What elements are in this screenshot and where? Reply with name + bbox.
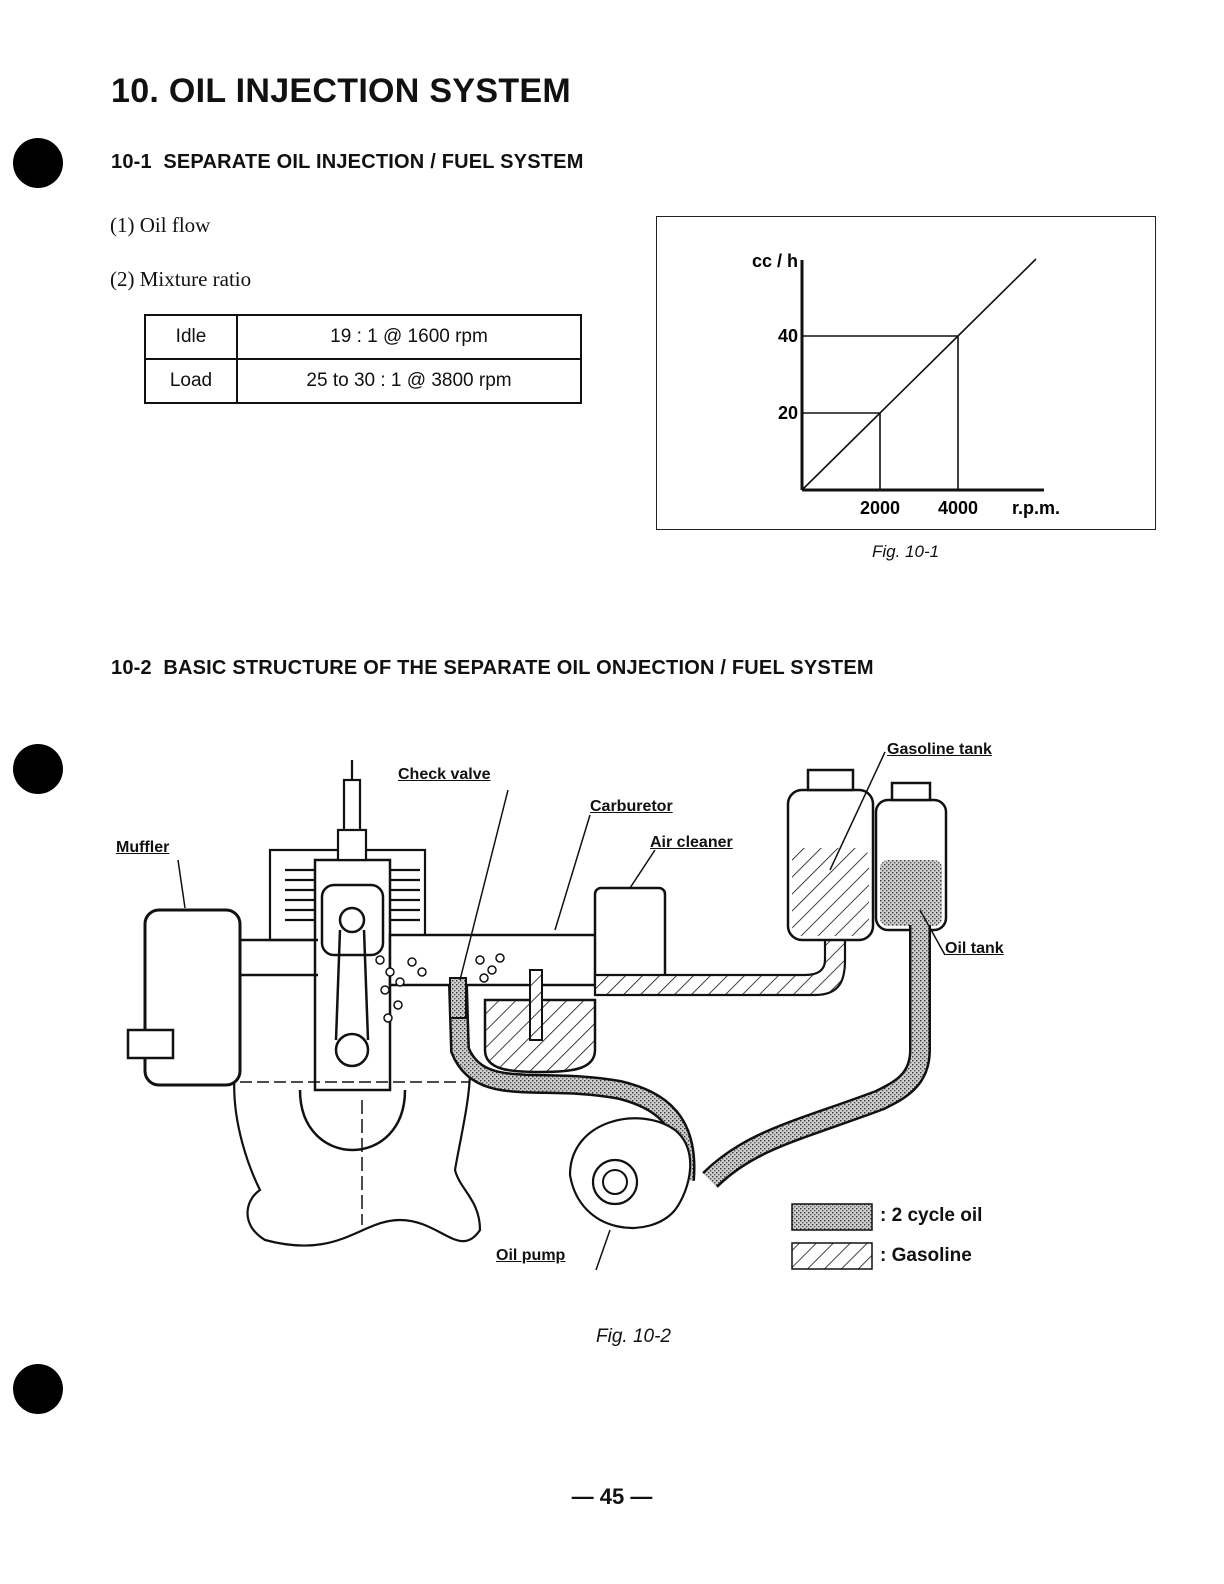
check-valve [449, 977, 467, 1019]
x-tick-label: 2000 [860, 498, 900, 518]
oil-flow-chart-frame [656, 216, 1156, 530]
oil-flow-chart: 2000 4000 20 40 cc / h r.p.m. [752, 251, 1060, 518]
spark-plug [336, 760, 368, 862]
gasoline-tank-label: Gasoline tank [887, 741, 992, 758]
x-axis-label: r.p.m. [1012, 498, 1060, 518]
oil-tank-label: Oil tank [945, 940, 1004, 957]
fig-10-2-caption: Fig. 10-2 [596, 1326, 671, 1347]
punch-hole-top [13, 138, 63, 188]
fig-10-1-caption: Fig. 10-1 [872, 542, 940, 561]
section-1-heading: 10-1 SEPARATE OIL INJECTION / FUEL SYSTE… [111, 151, 584, 173]
carburetor-label: Carburetor [590, 798, 673, 815]
oil-level [880, 860, 942, 926]
check-valve-label: Check valve [398, 766, 491, 783]
table-row: Idle 19 : 1 @ 1600 rpm [144, 314, 582, 360]
y-axis-label: cc / h [752, 251, 798, 271]
series-line-1 [801, 258, 1037, 491]
leader-lines [177, 751, 946, 1271]
oil-line-to-pump [702, 925, 931, 1188]
oil-injection-diagram [126, 751, 948, 1271]
page-number: — 45 — [571, 1484, 653, 1509]
y-tick-label: 20 [778, 403, 798, 423]
oil-pump-label: Oil pump [496, 1247, 566, 1264]
crankshaft-web [298, 1089, 407, 1152]
legend-gasoline-label: : Gasoline [880, 1245, 972, 1266]
table-cell-label: Load [144, 358, 238, 404]
y-tick-label: 40 [778, 326, 798, 346]
piston-pin [338, 906, 366, 934]
oil-tank-cap [890, 781, 932, 802]
legend-gasoline-swatch [791, 1242, 873, 1270]
crank-pin [334, 1032, 370, 1068]
gasoline-tank-cap [806, 768, 855, 792]
table-cell-label: Idle [144, 314, 238, 360]
section-2-heading: 10-2 BASIC STRUCTURE OF THE SEPARATE OIL… [111, 657, 874, 679]
legend-oil-swatch [791, 1203, 873, 1231]
page-title: 10. OIL INJECTION SYSTEM [111, 72, 572, 110]
gasoline-level [792, 848, 869, 936]
x-tick-label: 4000 [938, 498, 978, 518]
table-row: Load 25 to 30 : 1 @ 3800 rpm [144, 358, 582, 404]
muffler-label: Muffler [116, 839, 170, 856]
air-cleaner [593, 886, 667, 990]
table-cell-value: 19 : 1 @ 1600 rpm [236, 314, 582, 360]
table-cell-value: 25 to 30 : 1 @ 3800 rpm [236, 358, 582, 404]
punch-hole-middle [13, 744, 63, 794]
oil-droplets [375, 953, 505, 1023]
mixture-ratio-item: (2) Mixture ratio [110, 267, 252, 291]
legend-oil-label: : 2 cycle oil [880, 1205, 983, 1226]
intake-pipe [388, 933, 602, 987]
crankcase-outline [233, 1069, 482, 1247]
air-cleaner-label: Air cleaner [650, 834, 733, 851]
exhaust-pipe [240, 938, 318, 977]
punch-hole-bottom [13, 1364, 63, 1414]
carburetor-needle [529, 969, 543, 1041]
mixture-ratio-table: Idle 19 : 1 @ 1600 rpm Load 25 to 30 : 1… [144, 314, 582, 404]
connecting-rod [334, 929, 370, 1041]
oil-flow-item: (1) Oil flow [110, 213, 211, 237]
muffler-outlet [126, 1028, 175, 1060]
